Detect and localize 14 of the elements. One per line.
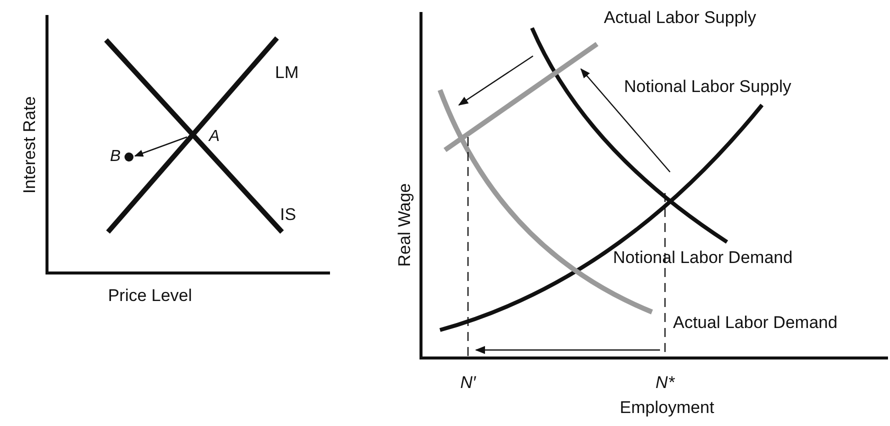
curve-label: IS xyxy=(280,205,296,225)
curve-label: Actual Labor Demand xyxy=(673,313,838,333)
point-label: A xyxy=(209,127,220,147)
tick-label: N′ xyxy=(460,373,476,393)
curve-label: LM xyxy=(275,63,299,83)
tick-label: N* xyxy=(656,373,674,393)
axis-title: Price Level xyxy=(108,286,192,306)
curve-label: Actual Labor Supply xyxy=(604,8,756,28)
point-label: B xyxy=(110,147,121,167)
curve-label: Notional Labor Supply xyxy=(624,77,792,97)
axis-title: Employment xyxy=(620,398,714,418)
arrow xyxy=(134,136,188,157)
axis-title: Real Wage xyxy=(395,183,415,267)
axis-title: Interest Rate xyxy=(20,96,40,194)
